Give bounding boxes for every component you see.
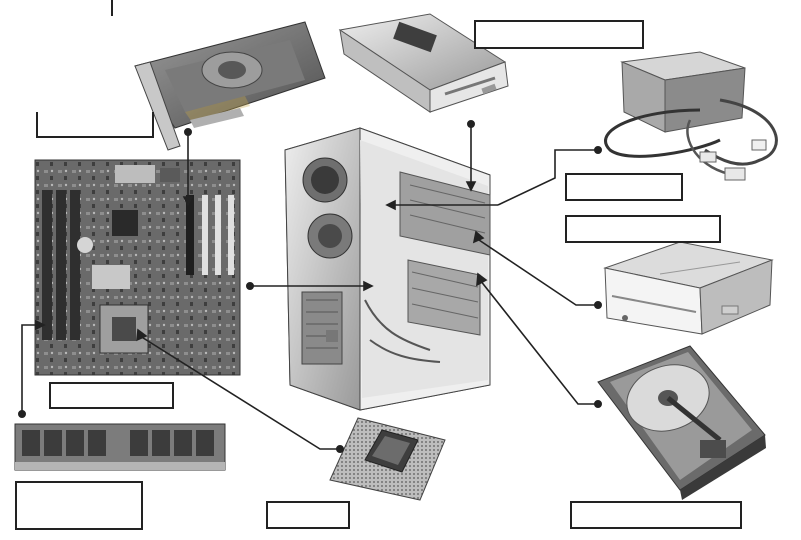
connector-arrowhead [472,230,485,244]
connector-arrowhead [182,196,194,207]
connector-arrowhead [476,272,488,287]
connector-arrowhead [363,280,374,292]
connector-arrowhead [385,199,396,211]
video-card-image [134,21,326,151]
connector-dot [466,120,475,129]
connector-arrowhead [136,328,148,342]
connector-dot [17,409,26,418]
connector-dot [246,281,255,290]
connector-arrowhead [465,181,477,192]
connector-dot [335,444,344,453]
computer-case-image [284,127,491,411]
label-box-motherboard [49,382,174,409]
motherboard-image [34,159,241,376]
label-box-power-supply [565,173,683,201]
connector-dvd-drive [475,237,598,306]
dvd-drive-image [603,241,774,335]
power-supply-image [604,51,778,181]
connector-power-supply [497,149,598,206]
connector-dot [593,399,602,408]
label-box-video-card [36,112,154,138]
label-box-cpu [266,501,350,529]
connector-cpu [139,335,340,450]
label-box-hard-drive [570,501,742,529]
label-box-case-connection [565,215,721,243]
connector-dot [593,146,602,155]
connector-hard-drive [479,279,598,405]
connector-dot [184,128,193,137]
floppy-drive-image [338,13,509,113]
cpu-image [329,417,446,501]
connector-ram-module [21,324,40,414]
label-box-ram-module [15,481,143,530]
ram-module-image [14,423,226,471]
connector-dot [593,300,602,309]
hard-drive-image [597,345,766,500]
connector-lines [17,120,602,453]
connector-arrowhead [35,319,46,331]
label-box-floppy-drive [474,20,644,49]
